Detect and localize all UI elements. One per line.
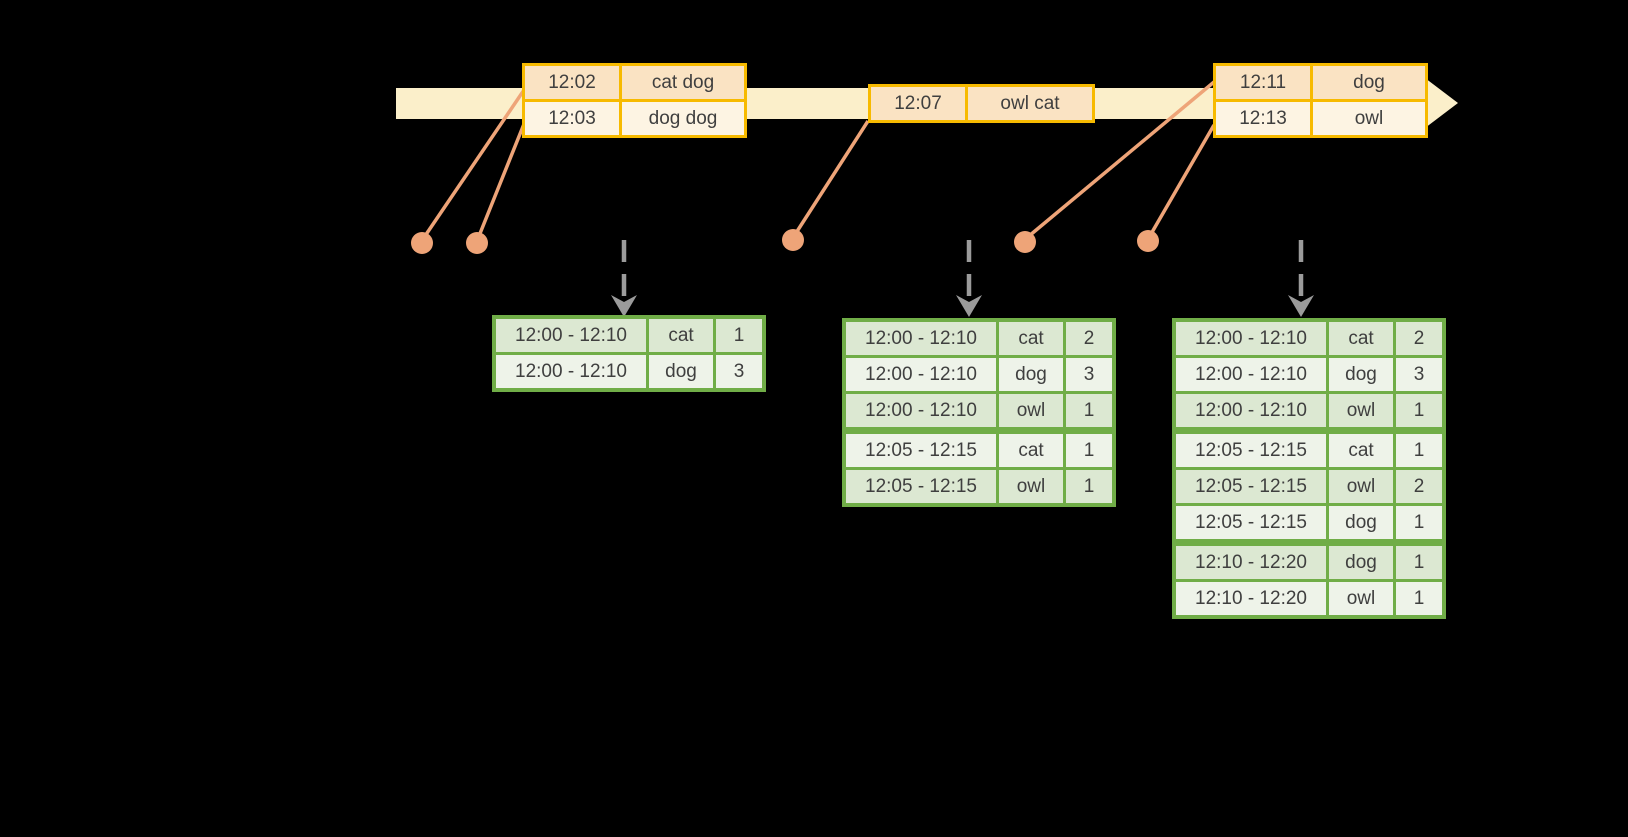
- word-cell: owl: [1326, 579, 1396, 619]
- word-cell: dog: [646, 352, 716, 392]
- result-row: 12:05 - 12:15 cat 1: [842, 429, 1116, 470]
- result-table: 12:00 - 12:10 cat 2 12:00 - 12:10 dog 3 …: [1172, 318, 1446, 619]
- window-cell: 12:00 - 12:10: [842, 318, 999, 358]
- word-cell: owl: [1326, 467, 1396, 506]
- word-cell: dog: [1326, 355, 1396, 394]
- word-cell: dog: [1326, 503, 1396, 546]
- event-table: 12:07 owl cat: [868, 84, 1095, 123]
- event-words-cell: owl: [1310, 99, 1428, 138]
- event-words-cell: owl cat: [965, 84, 1095, 123]
- word-cell: cat: [1326, 318, 1396, 358]
- event-dot-icon: [1137, 230, 1159, 252]
- event-dot-icon: [1014, 231, 1036, 253]
- event-words-cell: dog dog: [619, 99, 747, 138]
- window-cell: 12:05 - 12:15: [1172, 503, 1329, 546]
- event-row: 12:13 owl: [1213, 99, 1428, 138]
- count-cell: 2: [1063, 318, 1116, 358]
- event-row: 12:11 dog: [1213, 63, 1428, 102]
- window-cell: 12:05 - 12:15: [1172, 429, 1329, 470]
- word-cell: owl: [1326, 391, 1396, 434]
- word-cell: dog: [1326, 541, 1396, 582]
- result-row: 12:00 - 12:10 dog 3: [1172, 355, 1446, 394]
- event-connector-line: [1027, 80, 1216, 238]
- window-cell: 12:10 - 12:20: [1172, 579, 1329, 619]
- count-cell: 3: [713, 352, 766, 392]
- count-cell: 1: [1393, 579, 1446, 619]
- result-row: 12:00 - 12:10 dog 3: [842, 355, 1116, 394]
- window-cell: 12:00 - 12:10: [842, 391, 999, 434]
- result-table: 12:00 - 12:10 cat 2 12:00 - 12:10 dog 3 …: [842, 318, 1116, 507]
- result-row: 12:00 - 12:10 dog 3: [492, 352, 766, 392]
- word-cell: cat: [646, 315, 716, 355]
- event-time-cell: 12:11: [1213, 63, 1313, 102]
- count-cell: 1: [1393, 503, 1446, 546]
- window-cell: 12:00 - 12:10: [842, 355, 999, 394]
- window-cell: 12:00 - 12:10: [1172, 391, 1329, 434]
- window-cell: 12:05 - 12:15: [842, 467, 999, 507]
- event-table: 12:11 dog 12:13 owl: [1213, 63, 1428, 138]
- result-row: 12:05 - 12:15 owl 1: [842, 467, 1116, 507]
- event-connector-line: [423, 89, 526, 237]
- count-cell: 1: [713, 315, 766, 355]
- event-words-cell: cat dog: [619, 63, 747, 102]
- word-cell: dog: [996, 355, 1066, 394]
- event-dot-icon: [466, 232, 488, 254]
- window-cell: 12:00 - 12:10: [492, 315, 649, 355]
- result-row: 12:10 - 12:20 dog 1: [1172, 541, 1446, 582]
- trigger-arrow-icon: [956, 240, 982, 317]
- word-cell: owl: [996, 467, 1066, 507]
- result-row: 12:05 - 12:15 cat 1: [1172, 429, 1446, 470]
- event-connector-line: [794, 120, 870, 234]
- event-dot-icon: [782, 229, 804, 251]
- count-cell: 3: [1393, 355, 1446, 394]
- result-row: 12:10 - 12:20 owl 1: [1172, 579, 1446, 619]
- window-cell: 12:00 - 12:10: [1172, 318, 1329, 358]
- word-cell: cat: [1326, 429, 1396, 470]
- word-cell: cat: [996, 429, 1066, 470]
- event-row: 12:03 dog dog: [522, 99, 747, 138]
- event-words-cell: dog: [1310, 63, 1428, 102]
- result-row: 12:05 - 12:15 dog 1: [1172, 503, 1446, 546]
- window-cell: 12:05 - 12:15: [1172, 467, 1329, 506]
- count-cell: 1: [1393, 541, 1446, 582]
- window-cell: 12:10 - 12:20: [1172, 541, 1329, 582]
- timeline-arrowhead-icon: [1425, 78, 1458, 128]
- event-connector-line: [1149, 124, 1216, 235]
- count-cell: 1: [1393, 429, 1446, 470]
- event-table: 12:02 cat dog 12:03 dog dog: [522, 63, 747, 138]
- result-row: 12:00 - 12:10 owl 1: [1172, 391, 1446, 434]
- event-time-cell: 12:07: [868, 84, 968, 123]
- result-row: 12:00 - 12:10 cat 1: [492, 315, 766, 355]
- result-row: 12:00 - 12:10 owl 1: [842, 391, 1116, 434]
- window-cell: 12:00 - 12:10: [1172, 355, 1329, 394]
- trigger-arrow-icon: [611, 240, 637, 317]
- word-cell: cat: [996, 318, 1066, 358]
- event-dot-icon: [411, 232, 433, 254]
- result-row: 12:00 - 12:10 cat 2: [842, 318, 1116, 358]
- event-connector-line: [477, 123, 526, 237]
- event-row: 12:02 cat dog: [522, 63, 747, 102]
- event-time-cell: 12:03: [522, 99, 622, 138]
- event-time-cell: 12:02: [522, 63, 622, 102]
- count-cell: 1: [1063, 429, 1116, 470]
- event-row: 12:07 owl cat: [868, 84, 1095, 123]
- count-cell: 1: [1063, 391, 1116, 434]
- count-cell: 2: [1393, 318, 1446, 358]
- result-row: 12:05 - 12:15 owl 2: [1172, 467, 1446, 506]
- event-time-cell: 12:13: [1213, 99, 1313, 138]
- count-cell: 1: [1063, 467, 1116, 507]
- count-cell: 1: [1393, 391, 1446, 434]
- word-cell: owl: [996, 391, 1066, 434]
- window-cell: 12:05 - 12:15: [842, 429, 999, 470]
- count-cell: 2: [1393, 467, 1446, 506]
- window-cell: 12:00 - 12:10: [492, 352, 649, 392]
- result-row: 12:00 - 12:10 cat 2: [1172, 318, 1446, 358]
- count-cell: 3: [1063, 355, 1116, 394]
- trigger-arrow-icon: [1288, 240, 1314, 317]
- result-table: 12:00 - 12:10 cat 1 12:00 - 12:10 dog 3: [492, 315, 766, 392]
